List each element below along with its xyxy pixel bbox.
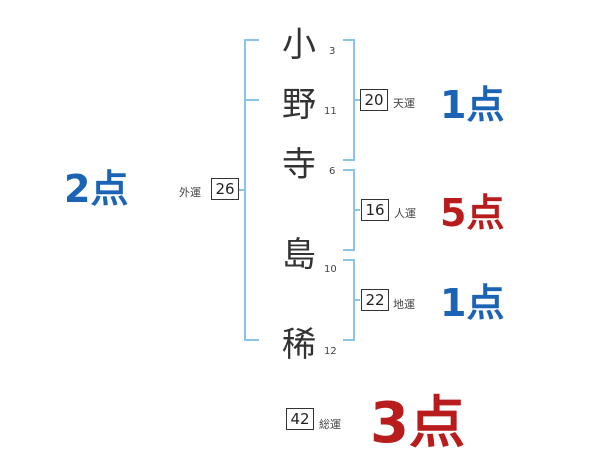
stroke-count-4: 10	[324, 264, 337, 275]
gaiun-score: 2点	[64, 167, 129, 211]
souun-score: 3点	[370, 391, 465, 456]
tenun-score: 1点	[440, 83, 505, 127]
stroke-count-3: 6	[329, 166, 336, 177]
name-char-5: 稀	[282, 325, 316, 365]
jinun-value-box: 16	[361, 199, 389, 221]
earth-bracket	[343, 259, 360, 341]
stroke-count-1: 3	[329, 46, 336, 57]
chiun-label: 地運	[393, 298, 415, 311]
person-bracket	[343, 169, 360, 251]
outer-bracket	[238, 39, 259, 341]
name-char-3: 寺	[282, 145, 316, 185]
heaven-bracket	[343, 39, 360, 161]
jinun-score: 5点	[440, 191, 505, 235]
tenun-label: 天運	[393, 97, 415, 110]
gaiun-label: 外運	[179, 186, 201, 199]
jinun-label: 人運	[394, 207, 416, 220]
tenun-value-box: 20	[360, 89, 388, 111]
chiun-score: 1点	[440, 281, 505, 325]
stroke-count-5: 12	[324, 346, 337, 357]
gaiun-value-box: 26	[211, 178, 239, 200]
chiun-value-box: 22	[361, 289, 389, 311]
souun-value-box: 42	[286, 408, 314, 430]
souun-label: 総運	[319, 418, 341, 431]
name-char-1: 小	[282, 25, 316, 65]
stroke-count-2: 11	[324, 106, 337, 117]
name-char-4: 島	[282, 235, 316, 275]
name-char-2: 野	[282, 85, 316, 125]
